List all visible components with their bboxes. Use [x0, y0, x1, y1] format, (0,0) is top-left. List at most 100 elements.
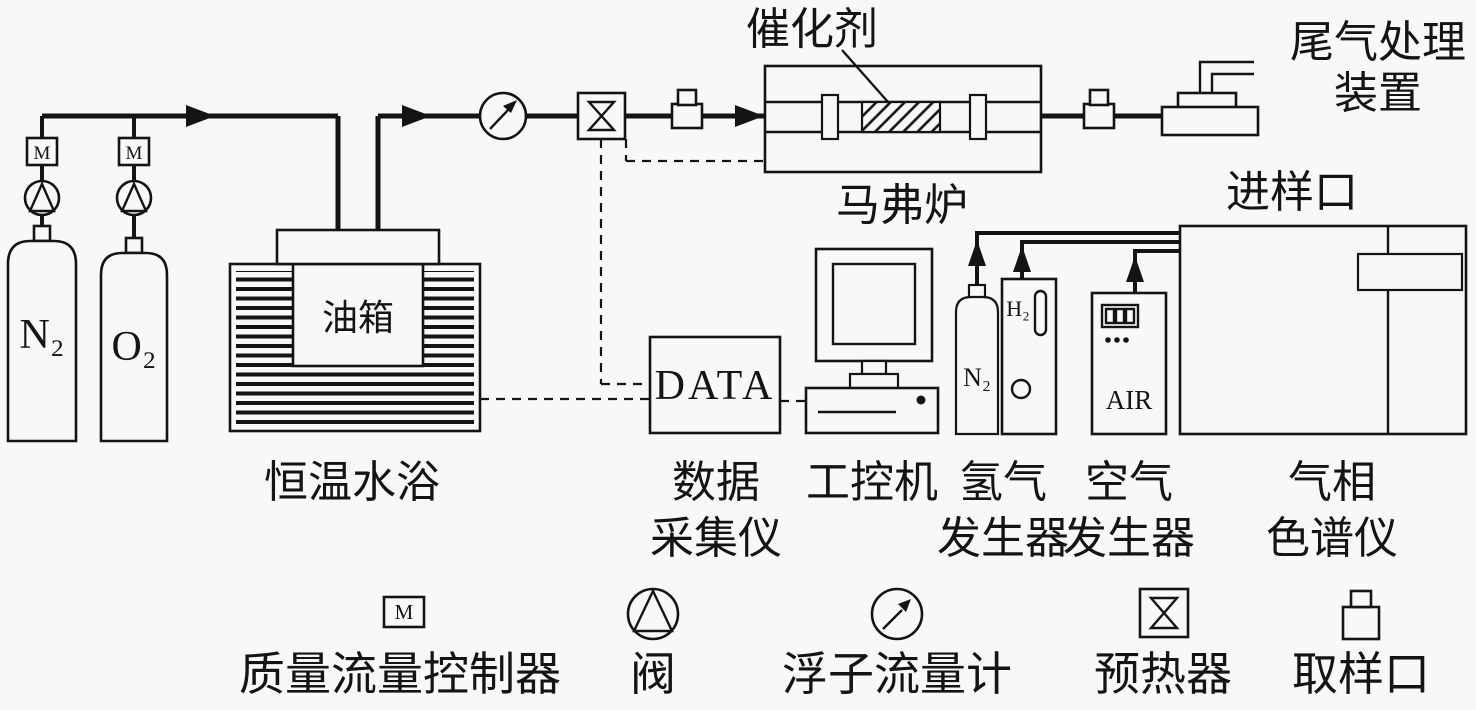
sampling-port-2: [1082, 88, 1116, 130]
carrier-gas-label: N₂: [963, 363, 991, 392]
level-gauge: [1033, 289, 1048, 337]
air-generator-caption-line2: 发生器: [1063, 514, 1195, 563]
display-digit: [1114, 307, 1126, 325]
catalyst-bed: [860, 100, 942, 134]
flow-arrow-up: [1013, 246, 1031, 272]
h2-generator: N₂ H₂: [954, 277, 1058, 436]
legend-flowmeter-arrow: [898, 599, 911, 612]
flowmeter-needle: [489, 108, 510, 130]
tube-flange-left: [820, 93, 840, 141]
flow-arrow-up: [1126, 256, 1144, 282]
computer-base: [804, 386, 940, 435]
legend-flowmeter-needle: [882, 609, 903, 630]
n2-supply: M N₂: [6, 136, 78, 443]
legend-mfc-label: 质量流量控制器: [239, 649, 561, 700]
tail-gas-caption-line2: 装置: [1334, 69, 1422, 118]
legend-hourglass-icon: [1148, 596, 1180, 630]
captions: 恒温水浴 数据 采集仪 工控机 氢气 发生器 空气 发生器 气相 色谱仪: [264, 458, 1398, 563]
air-generator-unit: [1090, 291, 1168, 436]
gas-chromatograph: 进样口: [1178, 168, 1468, 436]
catalyst-label: 催化剂: [746, 5, 878, 54]
valve-triangle: [120, 181, 148, 213]
sampling-port-cap: [1088, 88, 1110, 107]
carrier-gas-feed-pipe: [975, 231, 1181, 284]
flow-arrow: [735, 105, 764, 127]
gc-caption-line1: 气相: [1288, 458, 1376, 507]
valve-icon: [115, 179, 153, 217]
muffle-furnace: 催化剂 马弗炉: [746, 5, 1043, 230]
vent-duct-outer: [1198, 60, 1254, 93]
tail-gas-caption-line1: 尾气处理: [1290, 18, 1466, 67]
hourglass-icon: [586, 100, 617, 132]
air-generator-caption-line1: 空气: [1085, 458, 1173, 507]
valve-triangle: [28, 181, 56, 213]
air-unit-label: AIR: [1106, 385, 1153, 415]
flow-arrow: [186, 105, 215, 127]
data-logger: DATA: [648, 335, 782, 435]
legend-preheater-label: 预热器: [1094, 649, 1232, 700]
o2-cylinder-neck: [124, 236, 144, 255]
computer-caption: 工控机: [806, 458, 938, 507]
data-logger-caption-line1: 数据: [672, 458, 760, 507]
h2-unit-label: H₂: [1006, 296, 1030, 321]
furnace-caption: 马弗炉: [836, 181, 968, 230]
legend-valve-label: 阀: [630, 649, 676, 700]
indicator-dot: [1114, 337, 1120, 343]
valve-icon: [23, 179, 61, 217]
display-digit: [1124, 307, 1136, 325]
carrier-gas-cylinder: [954, 295, 1000, 436]
sampling-port-base: [1082, 102, 1116, 130]
preheater: [576, 91, 627, 141]
legend: M 质量流量控制器 阀 浮子流量计 预热器 取样口: [239, 587, 1430, 700]
data-logger-caption-line2: 采集仪: [650, 514, 782, 563]
n2-cylinder-label: N₂: [20, 312, 65, 358]
mfc-symbol-n2: M: [34, 143, 51, 164]
legend-sampling-port-label: 取样口: [1292, 649, 1430, 700]
data-logger-box: [648, 335, 782, 435]
display-digit: [1104, 307, 1116, 325]
digital-display: [1100, 303, 1140, 329]
air-generator: AIR: [1090, 291, 1168, 436]
mass-flow-controller-icon: [117, 136, 151, 167]
flow-arrows: [186, 105, 1144, 282]
computer: [804, 247, 940, 435]
tail-gas-device: 尾气处理 装置: [1160, 18, 1466, 137]
legend-mfc-icon: [382, 595, 426, 629]
o2-cylinder: [99, 251, 169, 443]
tube-flange-right: [968, 93, 988, 141]
gc-display-panel: [1356, 252, 1464, 292]
flow-arrow-up: [968, 240, 986, 266]
device-base: [1160, 105, 1260, 137]
gc-caption-line2: 色谱仪: [1266, 514, 1398, 563]
data-logger-text: DATA: [655, 363, 776, 409]
float-flowmeter: [478, 91, 528, 141]
mass-flow-controller-icon: [25, 136, 59, 167]
sampling-port-cap: [676, 88, 698, 107]
signal-lines: [480, 139, 806, 403]
sampling-port-base: [670, 102, 704, 130]
n2-cylinder: [6, 239, 78, 443]
vent-duct-inner: [1210, 72, 1254, 93]
water-bath: 油箱: [228, 228, 482, 433]
monitor-screen: [831, 262, 917, 346]
oil-tank-lid: [275, 228, 441, 266]
oil-tank-body: [291, 262, 425, 368]
power-button: [916, 395, 926, 405]
indicator-dot: [1105, 337, 1111, 343]
water-bath-caption: 恒温水浴: [264, 458, 440, 507]
flow-arrow: [402, 105, 431, 127]
o2-supply: M O₂: [99, 136, 169, 443]
o2-cylinder-label: O₂: [112, 324, 157, 370]
mfc-symbol-o2: M: [126, 143, 143, 164]
flowmeter-needle-arrow: [503, 100, 517, 113]
h2-generator-caption-line2: 发生器: [937, 514, 1069, 563]
catalyst-pointer-line: [841, 49, 889, 103]
indicator-dot: [1123, 337, 1129, 343]
legend-flowmeter-label: 浮子流量计: [782, 649, 1012, 700]
n2-cylinder-neck: [32, 224, 52, 243]
legend-mfc-symbol: M: [395, 600, 414, 624]
legend-sampling-port-base: [1341, 605, 1381, 641]
h2-generator-caption-line1: 氢气: [959, 458, 1047, 507]
